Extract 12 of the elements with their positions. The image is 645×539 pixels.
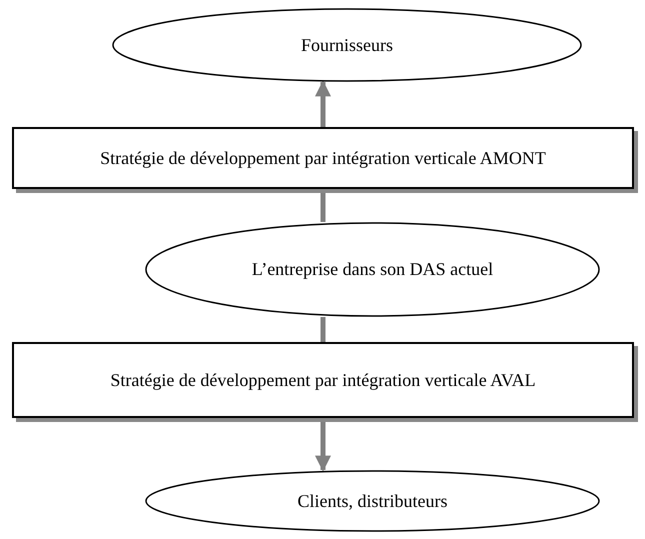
node-text: L’entreprise dans son DAS actuel [252, 258, 494, 282]
node-text: Fournisseurs [300, 34, 393, 57]
connector-line [320, 193, 326, 222]
arrow [315, 80, 331, 127]
node-text: Clients, distributeurs [298, 490, 448, 513]
ellipse-node [145, 470, 600, 532]
ellipse-node [112, 8, 582, 82]
connector-line [320, 317, 326, 342]
node-text: Stratégie de développement par intégration verticale AMONT [100, 146, 546, 170]
node-text: Stratégie de développement par intégration verticale AVAL [110, 368, 536, 392]
ellipse-node [145, 222, 600, 317]
arrow [315, 422, 331, 472]
